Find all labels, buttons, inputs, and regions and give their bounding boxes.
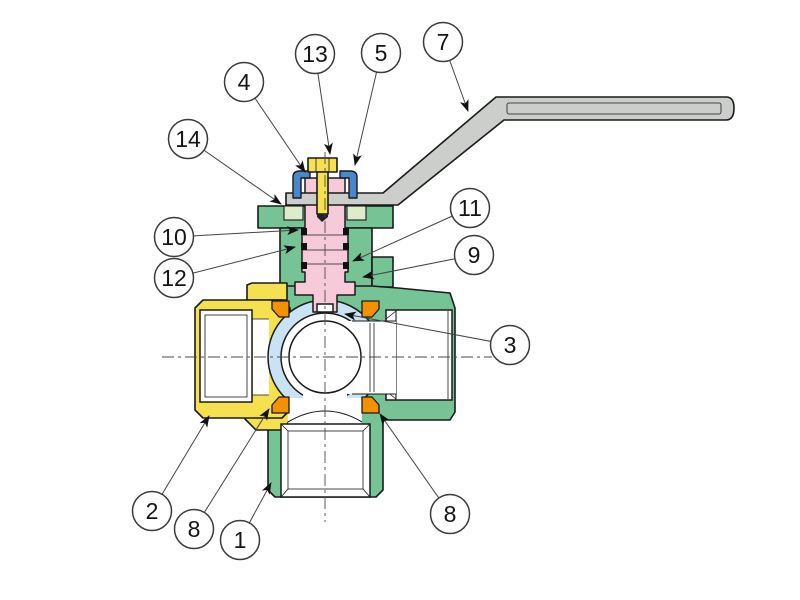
callout-leader-8 — [379, 413, 451, 515]
callout-number-8: 8 — [188, 516, 201, 542]
callout-number-14: 14 — [175, 126, 201, 152]
callout-circle-8 — [173, 508, 215, 550]
callout-circle-13 — [294, 33, 336, 75]
callout-number-2: 2 — [146, 498, 159, 524]
callout-leader-3 — [344, 311, 511, 346]
callout-circle-4 — [223, 61, 265, 103]
callout-number-11: 11 — [458, 195, 482, 221]
callout-number-4: 4 — [238, 69, 251, 95]
bottom-port — [280, 423, 371, 498]
seal-rings — [271, 300, 380, 414]
callout-circle-2 — [131, 490, 173, 532]
callout-circle-8 — [429, 493, 471, 535]
callout-number-8: 8 — [444, 501, 457, 527]
callout-circle-1 — [219, 519, 261, 561]
callout-number-9: 9 — [468, 242, 481, 268]
centerlines — [162, 152, 492, 522]
callout-number-1: 1 — [234, 527, 247, 553]
callout-number-10: 10 — [161, 224, 187, 250]
callout-number-12: 12 — [161, 265, 187, 291]
stem-o-rings — [301, 228, 349, 269]
callout-number-7: 7 — [437, 29, 450, 55]
callout-number-3: 3 — [504, 332, 517, 358]
callout-leader-10 — [173, 226, 299, 238]
part-callouts: 4 13 5 7 14 10 12 11 9 3 2 8 1 8 — [131, 21, 531, 561]
callout-circle-12 — [153, 257, 195, 299]
callout-number-13: 13 — [302, 41, 328, 67]
callout-leader-12 — [173, 245, 296, 279]
callout-number-5: 5 — [375, 40, 388, 66]
stem-bolt — [307, 157, 338, 222]
callout-circle-10 — [153, 216, 195, 258]
callout-circle-3 — [489, 324, 531, 366]
callout-leader-8 — [193, 408, 270, 530]
callout-circle-11 — [449, 187, 491, 229]
lever-handle — [285, 96, 735, 206]
callout-leader-11 — [352, 207, 471, 262]
union-nut-left — [194, 282, 298, 431]
callout-circle-5 — [360, 32, 402, 74]
callout-circle-7 — [422, 21, 464, 63]
callout-circle-14 — [167, 118, 209, 160]
packing-washers — [283, 205, 367, 221]
right-port — [385, 309, 453, 401]
callout-circle-9 — [453, 234, 495, 276]
